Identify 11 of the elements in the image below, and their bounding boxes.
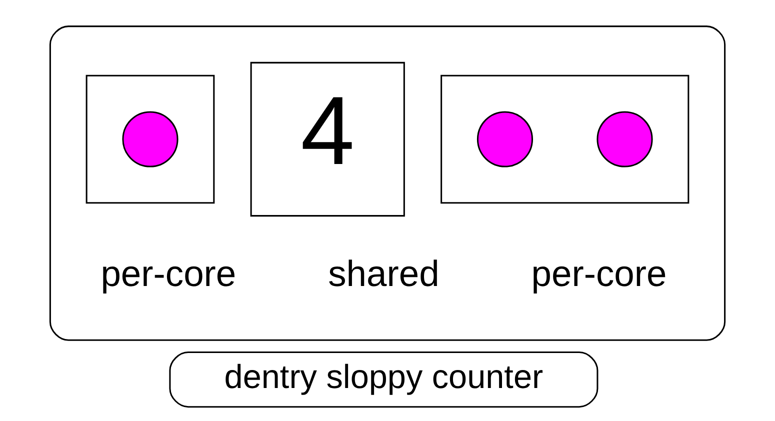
cluster: [49, 26, 726, 341]
cluster: [440, 74, 690, 204]
node-circle: [476, 111, 534, 168]
node-circle: [122, 111, 178, 168]
node-box: 4: [250, 62, 405, 217]
node-box: dentry sloppy counter: [169, 351, 598, 408]
node-label: per-core: [531, 252, 667, 294]
node-label: per-core: [100, 252, 236, 294]
cluster: [86, 74, 215, 204]
node-label: shared: [328, 252, 440, 294]
node-circle: [596, 111, 653, 168]
